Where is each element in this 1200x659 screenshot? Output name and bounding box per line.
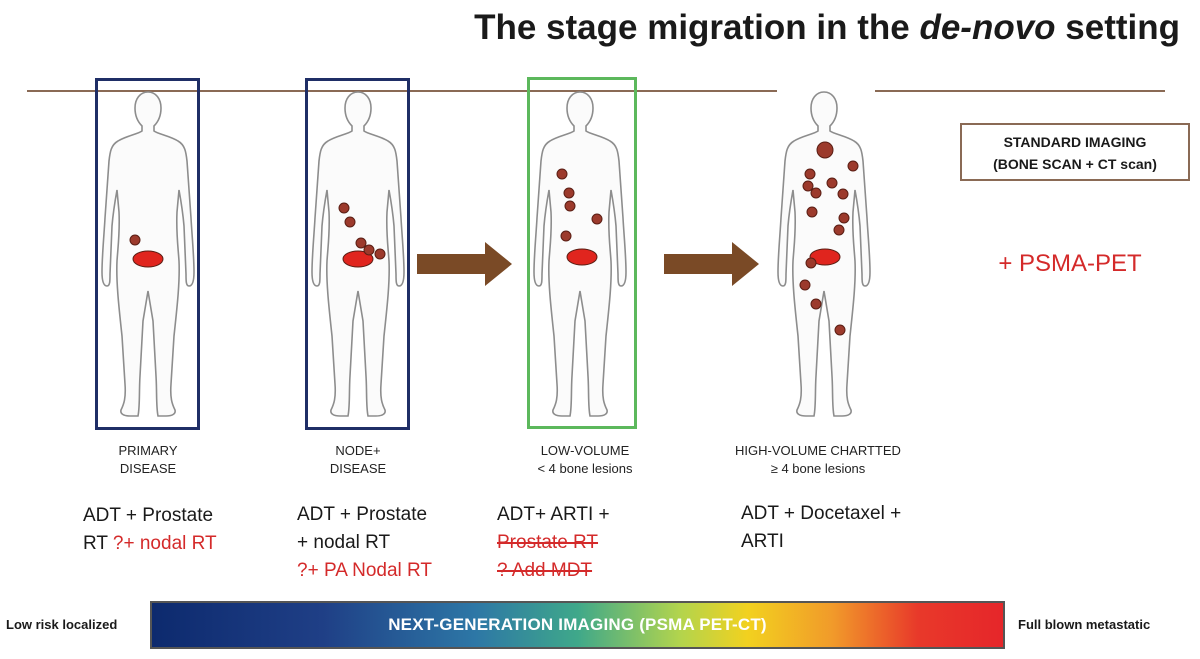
- stage-frame-primary: [95, 78, 200, 430]
- caption-line: NODE+: [335, 443, 381, 458]
- caption-line: ≥ 4 bone lesions: [770, 461, 866, 476]
- treatment-line: ADT + Docetaxel +: [741, 503, 902, 524]
- lesion-dot-icon: [374, 248, 386, 260]
- lesion-dot-icon: [804, 168, 816, 180]
- caption-line: LOW-VOLUME: [540, 443, 630, 458]
- prostate-lesion-icon: [132, 250, 164, 268]
- left-edge-label: Low risk localized: [6, 617, 118, 632]
- lesion-dot-icon: [834, 324, 846, 336]
- right-arrow-icon-1: [417, 242, 512, 286]
- lesion-dot-icon: [556, 168, 568, 180]
- lesion-dot-icon: [806, 206, 818, 218]
- lesion-dot-icon: [355, 237, 367, 249]
- treatment-struck: Prostate RT: [497, 532, 599, 553]
- prostate-lesion-icon: [566, 248, 598, 266]
- prostate-lesion-icon: [809, 248, 841, 266]
- lesion-dot-icon: [816, 141, 834, 159]
- stage-caption-node: NODE+ DISEASE: [298, 442, 418, 478]
- lesion-dot-icon: [826, 177, 838, 189]
- lesion-overlay: [129, 141, 859, 336]
- right-edge-label: Full blown metastatic: [1018, 617, 1151, 632]
- treatment-struck: ? Add MDT: [497, 560, 593, 581]
- stage-frame-node: [305, 78, 410, 430]
- lesion-dot-icon: [363, 244, 375, 256]
- treatment-line: ADT + Prostate: [83, 505, 214, 526]
- slide-title: The stage migration in the de-novo setti…: [420, 8, 1180, 48]
- imaging-gradient-bar: NEXT-GENERATION IMAGING (PSMA PET-CT): [150, 601, 1005, 649]
- right-arrow-icon-2: [664, 242, 759, 286]
- lesion-dot-icon: [129, 234, 141, 246]
- stage-caption-primary: PRIMARY DISEASE: [88, 442, 208, 478]
- stage-caption-high-volume: HIGH-VOLUME CHARTTED ≥ 4 bone lesions: [718, 442, 918, 478]
- treatment-option: ?+ PA Nodal RT: [297, 560, 433, 581]
- lesion-dot-icon: [838, 212, 850, 224]
- treatment-line: ADT+ ARTI +: [497, 504, 610, 525]
- caption-line: DISEASE: [329, 461, 387, 476]
- lesion-dot-icon: [560, 230, 572, 242]
- treatment-line: + nodal RT: [297, 532, 391, 553]
- treatment-node: ADT + Prostate + nodal RT ?+ PA Nodal RT: [297, 501, 432, 585]
- treatment-text: RT: [83, 533, 113, 554]
- lesion-dot-icon: [564, 200, 576, 212]
- horizontal-rule-1: [27, 90, 777, 92]
- prostate-lesion-icon: [342, 250, 374, 268]
- treatment-high-volume: ADT + Docetaxel + ARTI: [741, 500, 901, 556]
- lesion-dot-icon: [837, 188, 849, 200]
- caption-line: PRIMARY: [118, 443, 178, 458]
- treatment-line: RT ?+ nodal RT: [83, 530, 217, 558]
- imaging-line: (BONE SCAN + CT scan): [993, 156, 1157, 172]
- lesion-dot-icon: [591, 213, 603, 225]
- imaging-line: STANDARD IMAGING: [1003, 134, 1147, 150]
- title-prefix: The stage migration in the: [474, 8, 920, 47]
- treatment-primary: ADT + Prostate RT ?+ nodal RT: [83, 502, 217, 558]
- lesion-dot-icon: [833, 224, 845, 236]
- caption-line: < 4 bone lesions: [537, 461, 633, 476]
- lesion-dot-icon: [344, 216, 356, 228]
- stage-frame-low-volume: [527, 77, 637, 429]
- treatment-low-volume: ADT+ ARTI + Prostate RT ? Add MDT: [497, 501, 610, 585]
- stage-caption-low-volume: LOW-VOLUME < 4 bone lesions: [505, 442, 665, 478]
- standard-imaging-box: STANDARD IMAGING (BONE SCAN + CT scan): [960, 123, 1190, 181]
- lesion-dot-icon: [810, 298, 822, 310]
- treatment-option: ?+ nodal RT: [112, 533, 217, 554]
- caption-line: DISEASE: [119, 461, 177, 476]
- lesion-dot-icon: [338, 202, 350, 214]
- lesion-dot-icon: [799, 279, 811, 291]
- treatment-line: ADT + Prostate: [297, 504, 428, 525]
- horizontal-rule-2: [875, 90, 1165, 92]
- title-italic: de-novo: [919, 8, 1056, 47]
- psma-pet-label: + PSMA-PET: [998, 250, 1142, 277]
- lesion-dot-icon: [802, 180, 814, 192]
- lesion-dot-icon: [805, 257, 817, 269]
- lesion-dot-icon: [563, 187, 575, 199]
- title-suffix: setting: [1055, 8, 1180, 47]
- gradient-label: NEXT-GENERATION IMAGING (PSMA PET-CT): [388, 615, 767, 634]
- caption-line: HIGH-VOLUME CHARTTED: [735, 443, 901, 458]
- lesion-dot-icon: [810, 187, 822, 199]
- lesion-dot-icon: [847, 160, 859, 172]
- treatment-line: ARTI: [741, 531, 784, 552]
